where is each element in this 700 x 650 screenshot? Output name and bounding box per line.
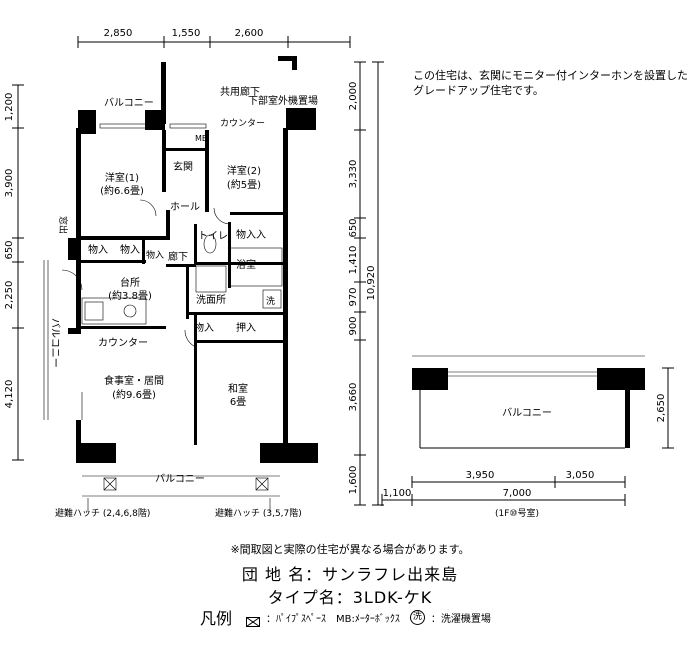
window-label: 窓出 [57, 216, 69, 234]
property-type: 3LDK-ケK [352, 588, 433, 607]
annex-balcony-label: バルコニー [502, 407, 552, 419]
top-dimension-line: 2,850 1,550 2,600 [77, 28, 351, 48]
feature-note-line2: グレードアップ住宅です。 [413, 84, 544, 97]
right-dim-6: 900 [348, 316, 359, 335]
legend-pipe-space: ：ﾊﾟｲﾌﾟｽﾍﾟｰｽ [266, 613, 327, 625]
left-dim-1: 1,200 [4, 93, 15, 122]
property-type-row: タイプ名：3LDK-ケK [0, 584, 700, 608]
toilet-label: トイレ [198, 231, 228, 242]
right-dim-7: 3,660 [348, 383, 359, 412]
annex-total-dim: 7,000 [503, 488, 532, 499]
annex-dim-2: 3,050 [566, 470, 595, 481]
property-name-row: 団 地 名：サンラフレ出来島 [0, 561, 700, 585]
storage2-label: 物入 [120, 243, 140, 256]
left-dim-5: 4,120 [4, 380, 15, 409]
top-dim-2: 1,550 [172, 28, 201, 39]
mb-label: MB [195, 134, 207, 143]
right-dim-3: 650 [348, 218, 359, 237]
property-name-label: 団 地 名： [241, 565, 323, 584]
storage4-label: 物入 [236, 228, 256, 241]
western1-size: (約6.6畳) [100, 184, 144, 197]
pipe-space-icon [246, 612, 261, 627]
legend-meter-box: MB:ﾒｰﾀｰﾎﾞｯｸｽ [336, 613, 400, 625]
left-dim-3: 650 [4, 240, 15, 259]
hallway-label: 廊下 [168, 250, 188, 263]
balcony-bottom-label: バルコニー [155, 473, 205, 485]
bathroom-label: 浴室 [236, 258, 256, 271]
oshiire-small-label: 入 [256, 230, 266, 241]
fixtures [43, 123, 283, 512]
western2-size: (約5畳) [227, 178, 261, 191]
right-dim-1: 2,000 [348, 82, 359, 111]
living-size: (約9.6畳) [112, 388, 156, 401]
kitchen-name: 台所 [120, 276, 140, 289]
disclaimer: ※間取図と実際の住宅が異なる場合があります。 [230, 543, 470, 556]
western2-name: 洋室(2) [227, 164, 261, 177]
interior-walls [76, 130, 286, 445]
room-labels: 共用廊下 下部室外機置場 バルコニー カウンター MB 玄関 洋室(1) (約6… [49, 85, 318, 519]
hatch-left-label: 避難ハッチ (2,4,6,8階) [55, 507, 150, 519]
western1-name: 洋室(1) [105, 171, 139, 184]
property-name: サンラフレ出来島 [322, 565, 459, 584]
oshiire-label: 押入 [236, 321, 256, 334]
genkan-label: 玄関 [173, 160, 193, 173]
kitchen-size: (約3.8畳) [108, 289, 152, 302]
washitsu-size: 6畳 [230, 396, 246, 408]
top-dim-1: 2,850 [104, 28, 133, 39]
storage3-label: 物入 [146, 249, 164, 261]
washroom-label: 洗面所 [196, 294, 226, 306]
annex-caption: (1F⑩号室) [495, 507, 539, 519]
laundry-icon: 洗 [409, 609, 425, 625]
exterior-walls [68, 56, 318, 463]
legend-title: 凡例 [200, 609, 233, 628]
common-corridor-label: 共用廊下 [220, 85, 260, 98]
feature-note: この住宅は、玄関にモニター付インターホンを設置した グレードアップ住宅です。 [413, 68, 688, 98]
lower-outdoor-unit-label: 下部室外機置場 [248, 94, 318, 107]
storage5-label: 物入 [194, 321, 214, 334]
right-dim-8: 1,600 [348, 466, 359, 495]
right-total-dim: 10,920 [366, 266, 377, 301]
counter-label: カウンター [98, 337, 148, 349]
feature-note-line1: この住宅は、玄関にモニター付インターホンを設置した [413, 69, 688, 82]
right-dim-2: 3,330 [348, 160, 359, 189]
counter-top-label: カウンター [220, 118, 265, 129]
annex-left-dim: 1,100 [383, 488, 412, 499]
left-dim-2: 3,900 [4, 169, 15, 198]
balcony-side-label: バルコニー [49, 318, 61, 368]
balcony-top-label: バルコニー [104, 97, 154, 109]
right-dimension-line: 2,000 3,330 650 1,410 970 900 3,660 1,60… [348, 61, 384, 506]
left-dimension-line: 1,200 3,900 650 2,250 4,120 [4, 84, 24, 461]
annex-height-dim: 2,650 [656, 394, 667, 423]
floor-plan-drawing: 2,850 1,550 2,600 1,200 3,900 650 2,250 … [4, 28, 674, 519]
washitsu-name: 和室 [228, 382, 248, 395]
property-type-label: タイプ名： [267, 588, 353, 607]
legend-laundry: ：洗濯機置場 [430, 613, 491, 625]
hall-label: ホール [170, 201, 200, 213]
right-dim-5: 970 [348, 287, 359, 306]
hatch-right-label: 避難ハッチ (3,5,7階) [215, 507, 302, 519]
storage1-label: 物入 [88, 243, 108, 256]
living-name: 食事室・居間 [104, 374, 164, 387]
legend: 凡例 ：ﾊﾟｲﾌﾟｽﾍﾟｰｽ MB:ﾒｰﾀｰﾎﾞｯｸｽ 洗 ：洗濯機置場 [200, 606, 660, 628]
left-dim-4: 2,250 [4, 281, 15, 310]
right-dim-4: 1,410 [348, 246, 359, 275]
annex-dim-1: 3,950 [466, 470, 495, 481]
annex-balcony-plan: バルコニー 2,650 3,950 3,050 1,100 7,000 (1F⑩… [381, 355, 674, 519]
top-dim-3: 2,600 [235, 28, 264, 39]
laundry-mark: 洗 [266, 295, 275, 307]
